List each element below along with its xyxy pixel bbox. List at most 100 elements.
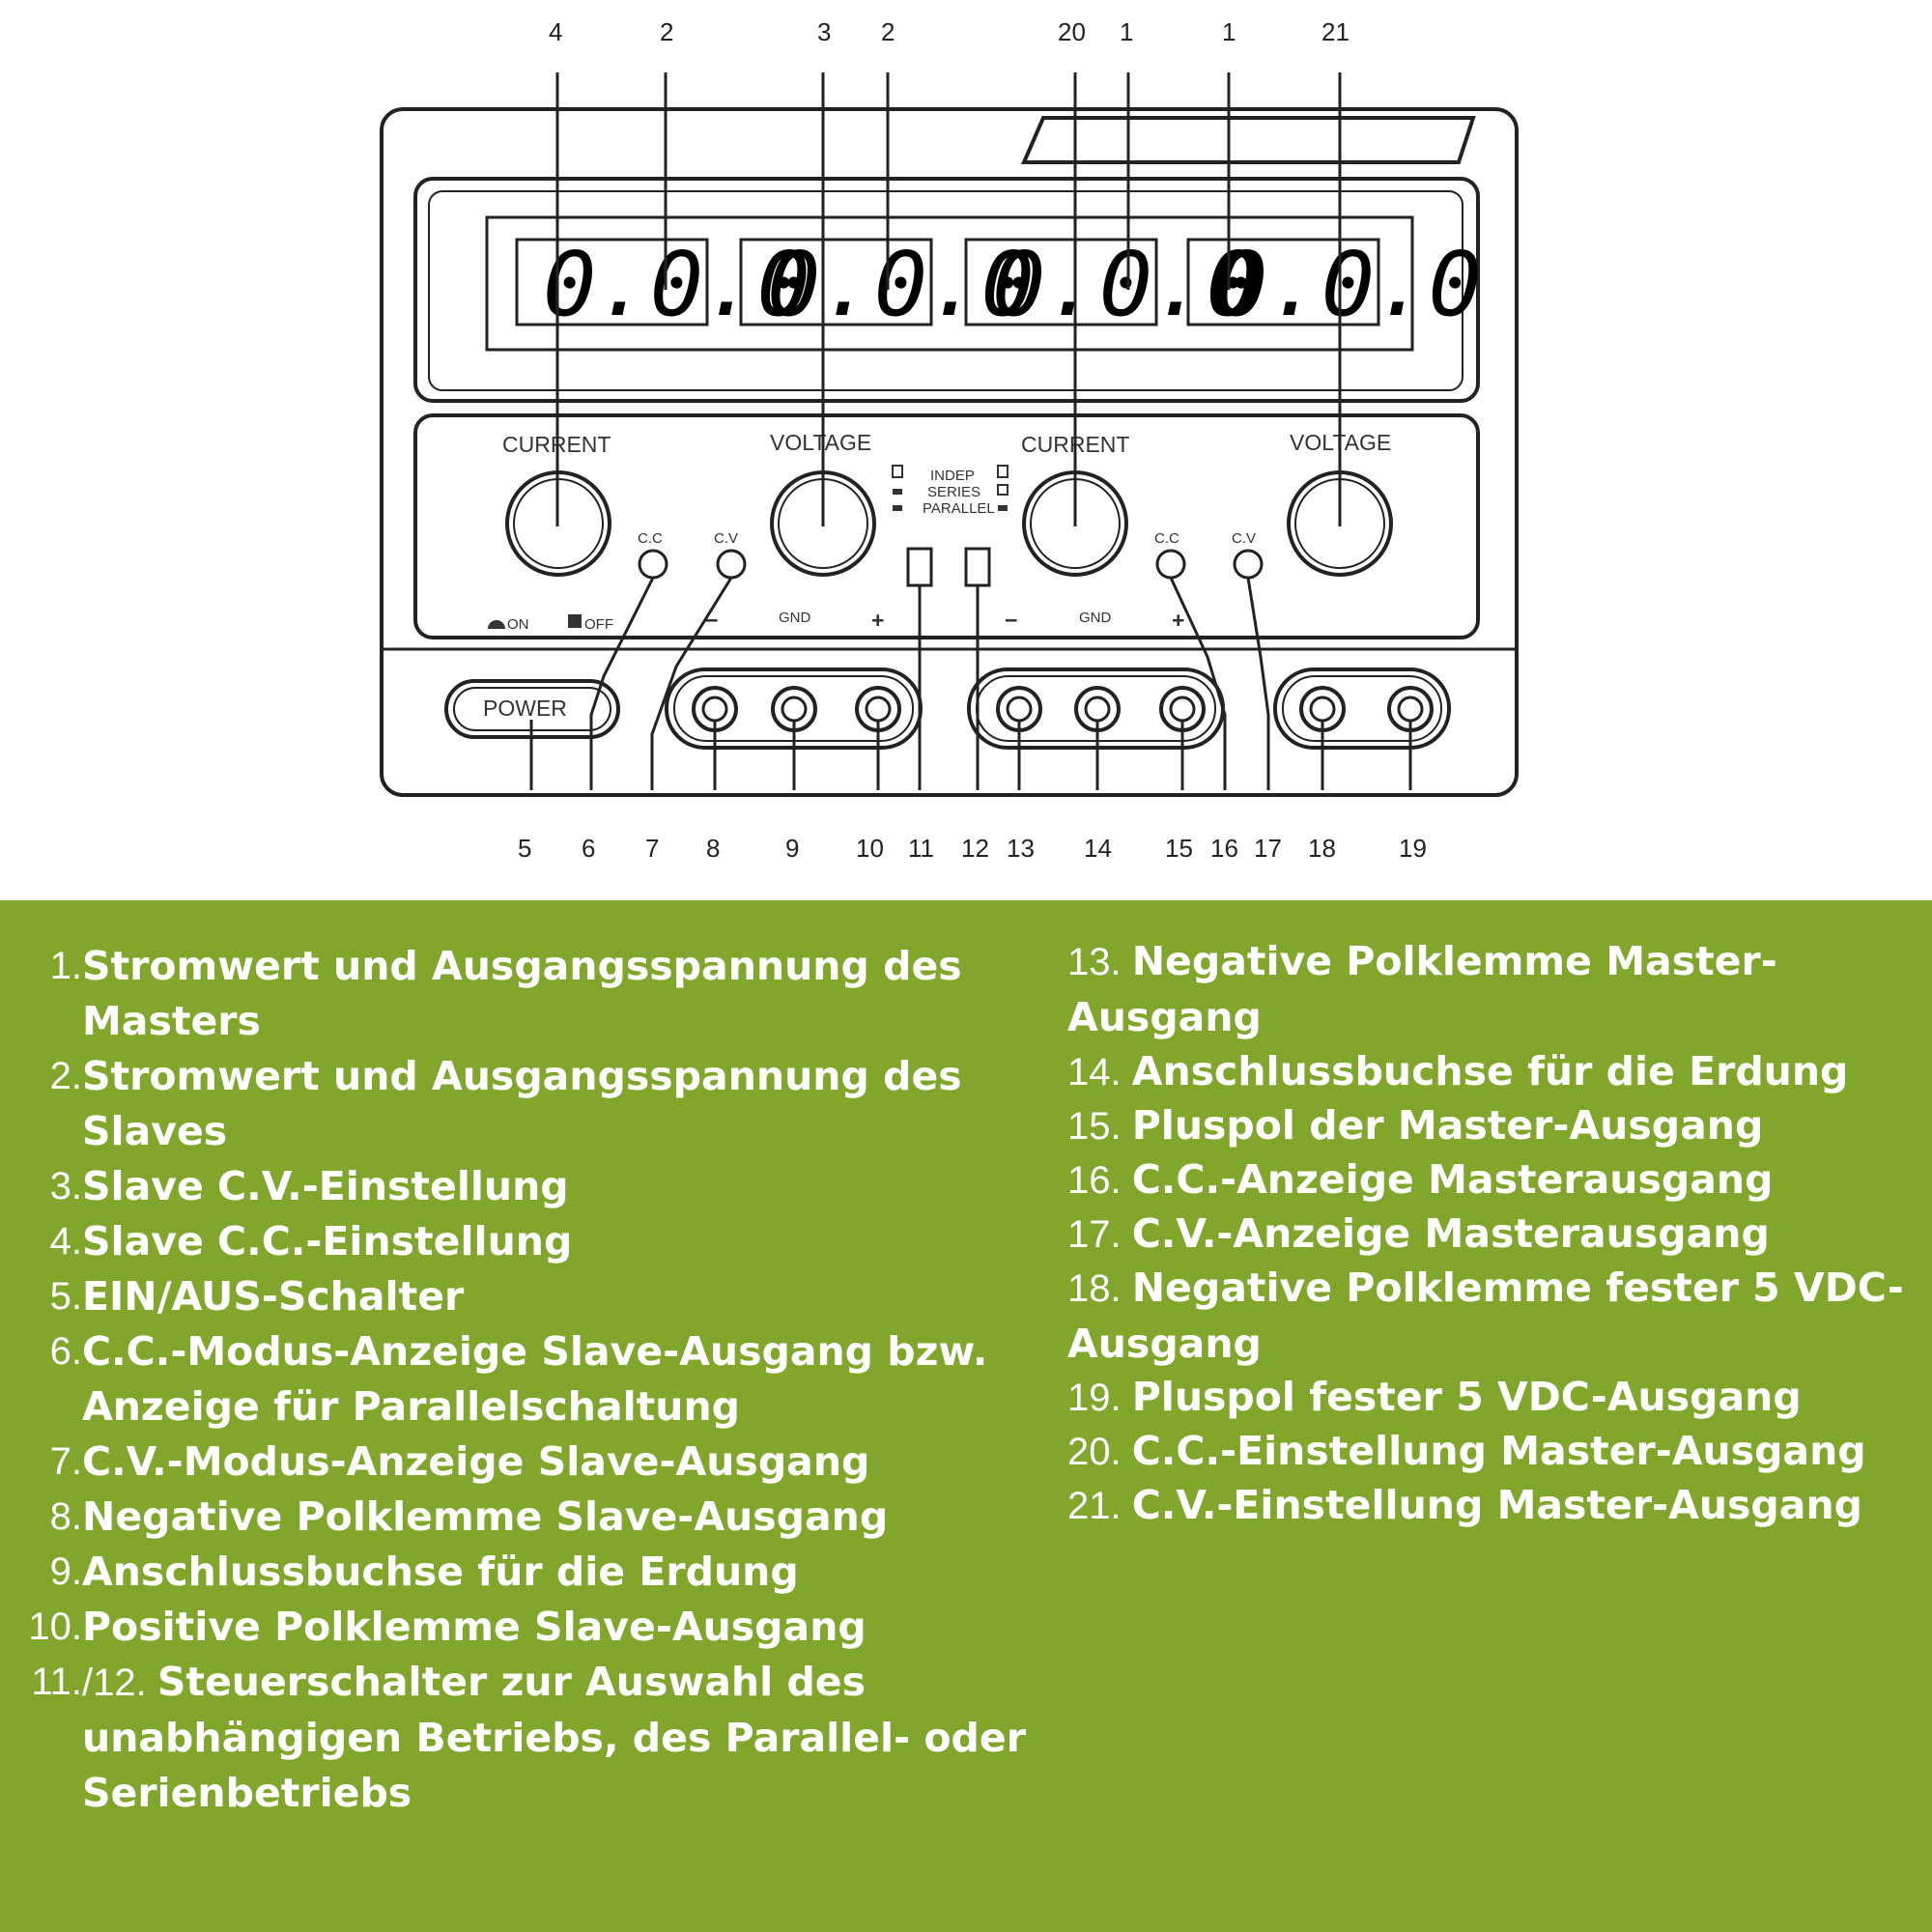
callout-top-3: 3: [817, 17, 831, 46]
display-window: [485, 215, 1414, 352]
plus-label-master: +: [1172, 608, 1184, 633]
legend-item-number: 4.: [49, 1220, 82, 1263]
callout-bottom-16: 16: [1210, 834, 1238, 863]
callout-top-1a: 1: [1120, 17, 1133, 46]
legend-item-text-wrapper: 20. C.C.-Einstellung Master-Ausgang: [1067, 1424, 1932, 1480]
cv-led-slave: [716, 549, 747, 580]
legend-item-17: 17. C.V.-Anzeige Masterausgang: [1067, 1207, 1932, 1263]
lcd-2-value: 0.0.0: [767, 233, 1035, 336]
cc-led-slave: [638, 549, 668, 580]
display-panel: [413, 177, 1480, 403]
legend-item-9: 9. Anschlussbuchse für die Erdung: [0, 1545, 1106, 1600]
legend-item-text: Anschlussbuchse für die Erdung: [1131, 1048, 1849, 1094]
legend-item-number: 10.: [28, 1605, 82, 1648]
legend-item-number: 6.: [49, 1330, 82, 1373]
legend-item-number: 17.: [1067, 1213, 1132, 1256]
mode-series-label: SERIES: [927, 484, 980, 500]
legend-item-18: 18. Negative Polklemme fester 5 VDC-Ausg…: [1067, 1261, 1932, 1372]
legend-item-text: Pluspol der Master-Ausgang: [1131, 1102, 1764, 1149]
legend-item-number: 2.: [49, 1055, 82, 1097]
gnd-label-master: GND: [1079, 610, 1112, 626]
legend-item-number: 21.: [1067, 1485, 1132, 1527]
callout-top-2a: 2: [660, 17, 673, 46]
housing-outline: [380, 107, 1519, 797]
mode-parallel-label: PARALLEL: [923, 500, 995, 517]
legend-item-20: 20. C.C.-Einstellung Master-Ausgang: [1067, 1424, 1932, 1480]
callout-bottom-9: 9: [785, 834, 799, 863]
legend-item-19: 19. Pluspol fester 5 VDC-Ausgang: [1067, 1370, 1932, 1426]
power-supply-diagram: 0.0.0 0.0.0 0.0.0 0.0.0 CURRENT VOLTAGE …: [0, 0, 1932, 898]
legend-item-text-wrapper: 21. C.V.-Einstellung Master-Ausgang: [1067, 1478, 1932, 1534]
legend-item-16: 16. C.C.-Anzeige Masterausgang: [1067, 1152, 1932, 1208]
callout-bottom-13: 13: [1007, 834, 1035, 863]
minus-label-master: −: [1005, 608, 1017, 633]
legend-item-text: Negative Polklemme Slave-Ausgang: [82, 1493, 889, 1540]
legend-item-text-wrapper: 17. C.V.-Anzeige Masterausgang: [1067, 1207, 1932, 1263]
legend-item-21: 21. C.V.-Einstellung Master-Ausgang: [1067, 1478, 1932, 1534]
mode-switch-12[interactable]: [964, 547, 991, 587]
callout-bottom-11: 11: [908, 834, 934, 863]
legend-item-number: 20.: [1067, 1431, 1132, 1473]
legend-item-number: 18.: [1067, 1267, 1132, 1310]
plus-label-slave: +: [871, 608, 884, 633]
callout-top-2b: 2: [881, 17, 895, 46]
off-button-icon: [568, 614, 582, 628]
callout-bottom-10: 10: [856, 834, 884, 863]
legend-item-text-wrapper: 14. Anschlussbuchse für die Erdung: [1067, 1044, 1932, 1100]
legend-item-14: 14. Anschlussbuchse für die Erdung: [1067, 1044, 1932, 1100]
button-up-icon: [997, 465, 1009, 478]
legend-item-number: 1.: [49, 945, 82, 987]
legend-item-text: Pluspol fester 5 VDC-Ausgang: [1131, 1374, 1802, 1420]
legend-item-11-12: 11. /12. Steuerschalter zur Auswahl des …: [0, 1655, 1106, 1821]
callout-top-20: 20: [1058, 17, 1086, 46]
callout-bottom-8: 8: [706, 834, 720, 863]
callout-bottom-7: 7: [645, 834, 659, 863]
button-down-icon: [998, 505, 1008, 511]
legend-panel: 1. Stromwert und Ausgangsspannung des Ma…: [0, 900, 1932, 1932]
callout-bottom-12: 12: [961, 834, 989, 863]
cc-led-master: [1155, 549, 1186, 580]
button-down-icon: [893, 489, 902, 495]
top-slot: [1020, 116, 1476, 164]
front-panel-drawing: 0.0.0 0.0.0 0.0.0 0.0.0 CURRENT VOLTAGE …: [380, 17, 1519, 863]
legend-item-1: 1. Stromwert und Ausgangsspannung des Ma…: [0, 939, 1106, 1049]
legend-item-text: Positive Polklemme Slave-Ausgang: [82, 1604, 867, 1650]
legend-item-text-wrapper: 19. Pluspol fester 5 VDC-Ausgang: [1067, 1370, 1932, 1426]
legend-item-text: C.V.-Einstellung Master-Ausgang: [1131, 1482, 1862, 1528]
lcd-4-value: 0.0.0: [1214, 233, 1482, 336]
button-up-icon: [892, 465, 903, 478]
lcd-3: 0.0.0: [964, 233, 1260, 336]
terminal-group-5v: [1273, 668, 1451, 750]
legend-item-text-wrapper: /12. Steuerschalter zur Auswahl des unab…: [82, 1655, 1106, 1821]
button-down-icon: [893, 505, 902, 511]
legend-item-number: 3.: [49, 1165, 82, 1208]
callout-bottom-19: 19: [1399, 834, 1427, 863]
mode-switch-11[interactable]: [906, 547, 933, 587]
legend-item-number: 11.: [31, 1661, 82, 1703]
legend-item-6: 6. C.C.-Modus-Anzeige Slave-Ausgang bzw.…: [0, 1324, 1106, 1435]
legend-item-number: 13.: [1067, 941, 1132, 983]
legend-item-text: Negative Polklemme fester 5 VDC-Ausgang: [1067, 1264, 1904, 1367]
callout-bottom-17: 17: [1254, 834, 1282, 863]
legend-item-text: Anschlussbuchse für die Erdung: [82, 1548, 799, 1595]
voltage-label-slave: VOLTAGE: [770, 430, 871, 455]
legend-item-8: 8. Negative Polklemme Slave-Ausgang: [0, 1490, 1106, 1545]
legend-item-number: 19.: [1067, 1377, 1132, 1419]
legend-item-text-wrapper: 16. C.C.-Anzeige Masterausgang: [1067, 1152, 1932, 1208]
legend-item-text: Stromwert und Ausgangsspannung des Maste…: [82, 943, 962, 1044]
legend-item-text: EIN/AUS-Schalter: [82, 1273, 465, 1320]
cc-label-slave: C.C: [638, 530, 663, 547]
legend-item-text: Slave C.V.-Einstellung: [82, 1163, 569, 1209]
legend-item-number: 9.: [49, 1550, 82, 1593]
cc-label-master: C.C: [1154, 530, 1179, 547]
callout-bottom-15: 15: [1165, 834, 1193, 863]
callout-top-4: 4: [549, 17, 562, 46]
gnd-label-slave: GND: [779, 610, 811, 626]
legend-item-15: 15. Pluspol der Master-Ausgang: [1067, 1098, 1932, 1154]
legend-item-text-wrapper: 13. Negative Polklemme Master-Ausgang: [1067, 934, 1932, 1045]
callout-bottom-6: 6: [582, 834, 595, 863]
callout-bottom-5: 5: [518, 834, 531, 863]
callout-top-21: 21: [1321, 17, 1350, 46]
legend-item-4: 4. Slave C.C.-Einstellung: [0, 1214, 1106, 1269]
callout-top-1b: 1: [1222, 17, 1236, 46]
